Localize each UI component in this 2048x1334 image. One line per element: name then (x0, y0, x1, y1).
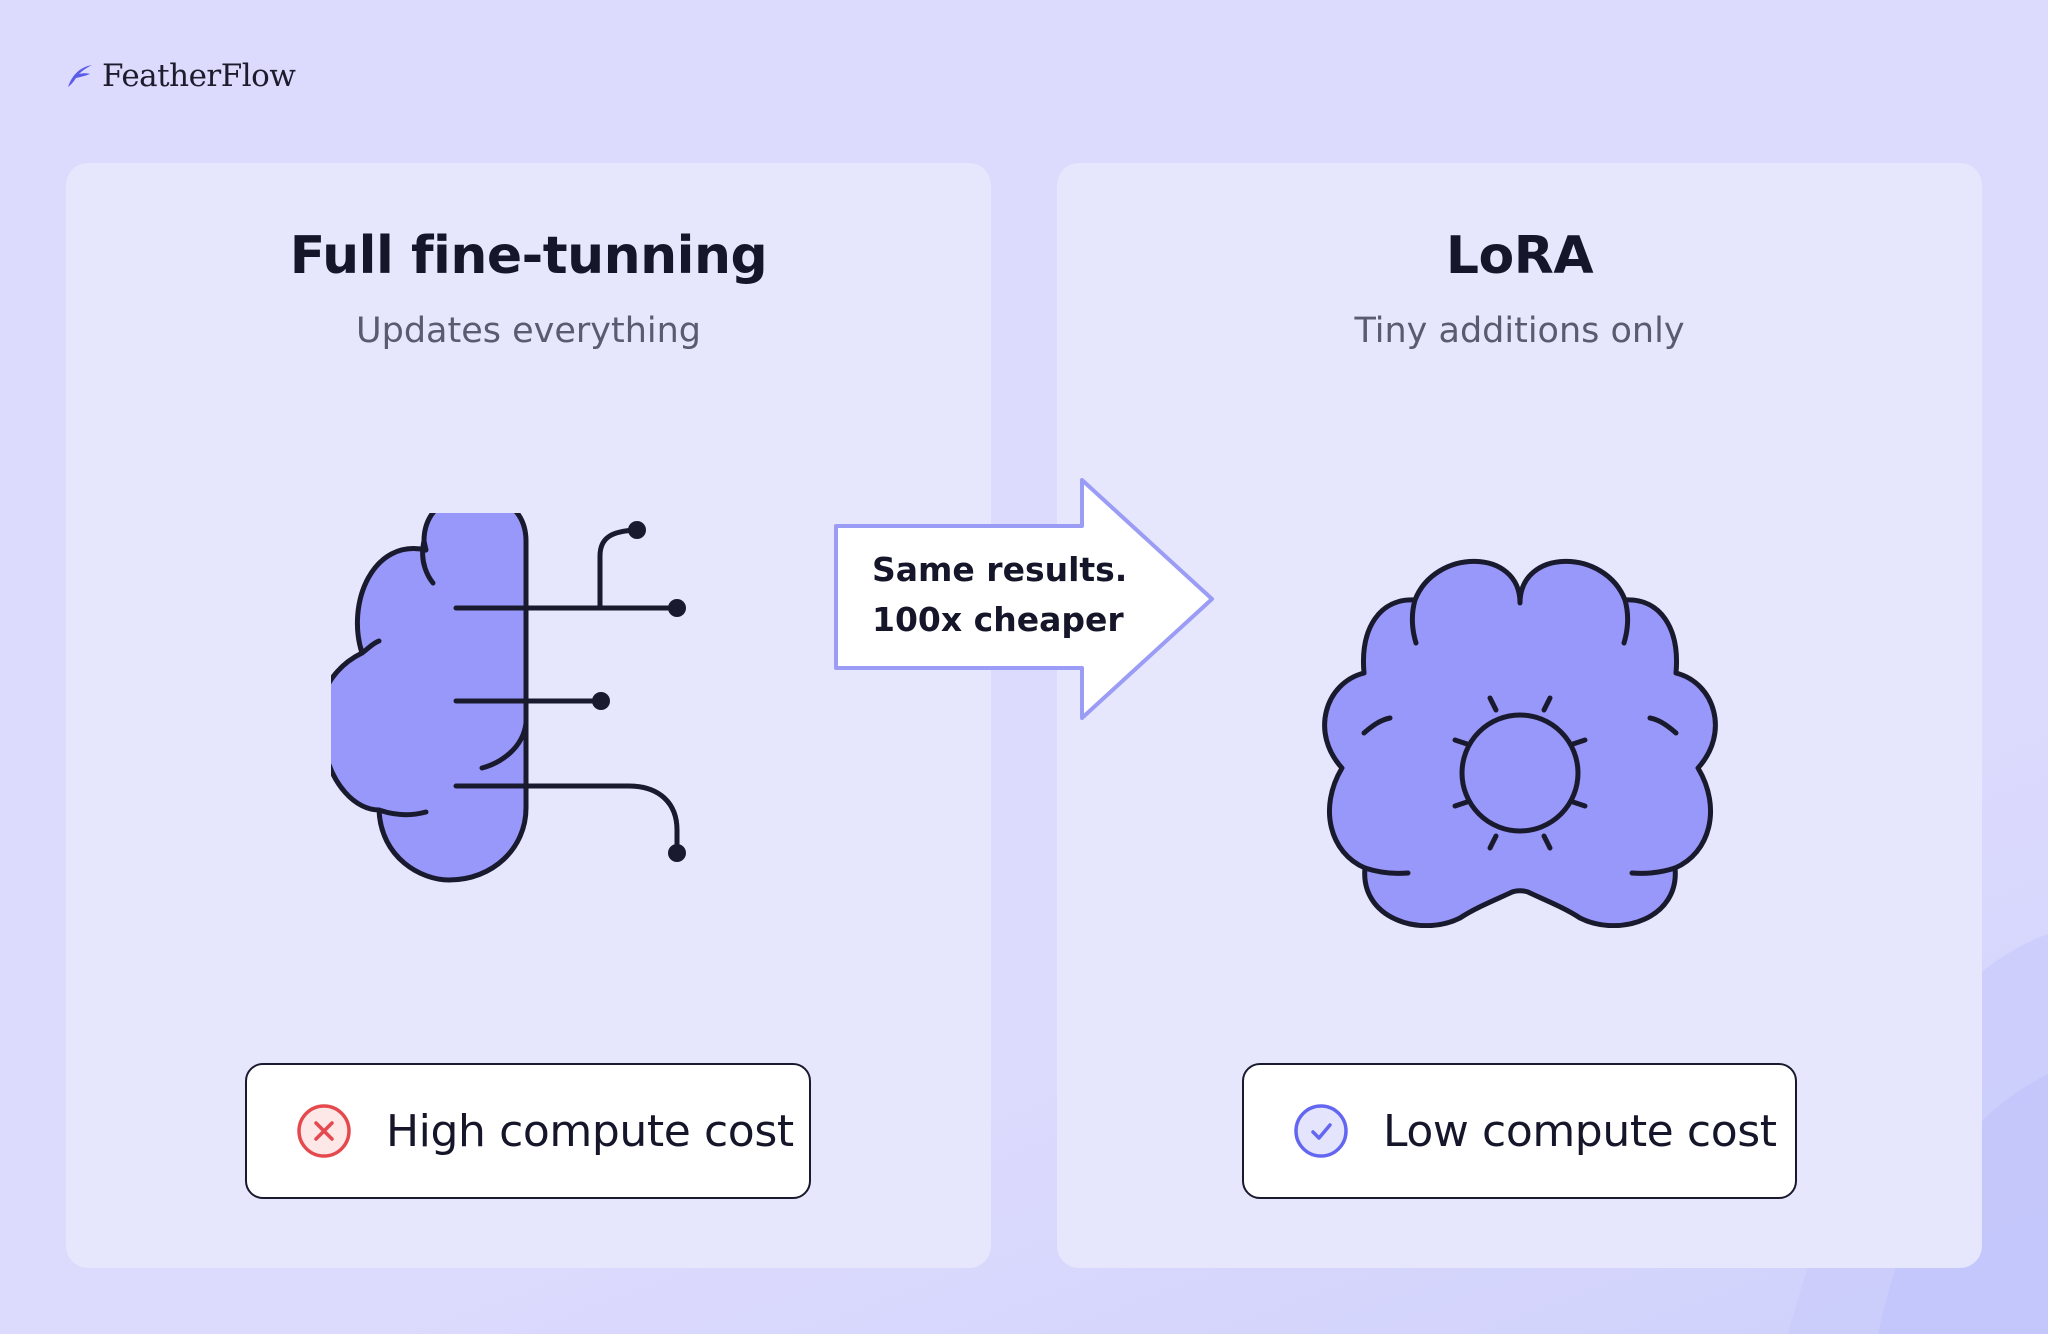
arrow-label-line2: 100x cheaper (872, 600, 1124, 639)
badge-label: High compute cost (386, 1105, 794, 1157)
card-title: Full fine-tunning (289, 226, 768, 286)
card-title: LoRA (1445, 226, 1594, 286)
card-subtitle: Tiny additions only (1354, 311, 1685, 351)
lora-card: LoRA Tiny additions only Low compute c (1057, 163, 1982, 1268)
right-arrow-icon (834, 478, 1214, 720)
x-circle-icon (297, 1104, 351, 1158)
low-compute-cost-badge: Low compute cost (1242, 1063, 1797, 1199)
brand: FeatherFlow (64, 58, 296, 94)
check-circle-icon (1294, 1104, 1348, 1158)
arrow-label-line1: Same results. (872, 550, 1128, 589)
brain-gear-icon (1322, 558, 1718, 928)
arrow-label: Same results. 100x cheaper (872, 545, 1127, 645)
feather-icon (68, 65, 92, 87)
half-brain-circuit-icon (331, 513, 686, 883)
full-fine-tuning-card: Full fine-tunning Updates everything Hig… (66, 163, 991, 1268)
brand-name: FeatherFlow (102, 58, 296, 94)
badge-label: Low compute cost (1383, 1105, 1777, 1157)
high-compute-cost-badge: High compute cost (245, 1063, 811, 1199)
card-subtitle: Updates everything (355, 311, 702, 351)
